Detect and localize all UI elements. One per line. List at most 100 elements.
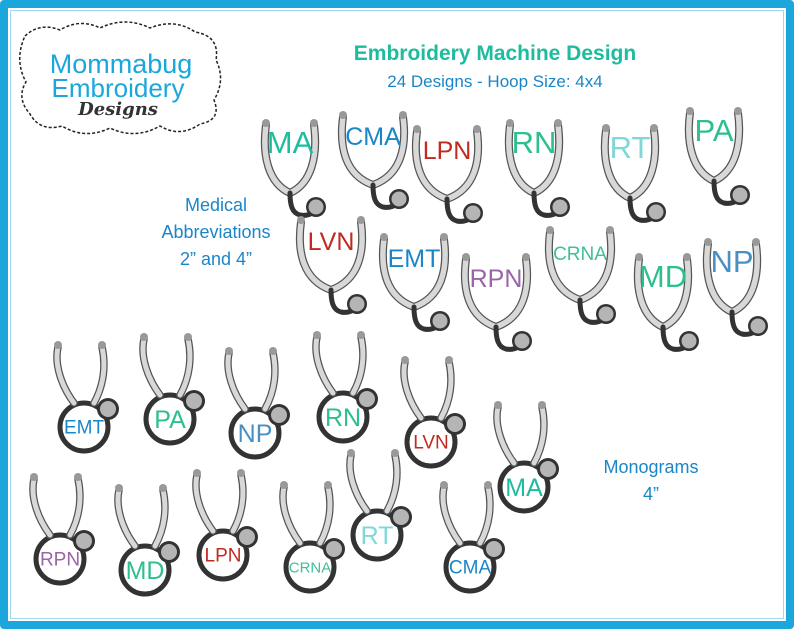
earpiece-left [347,449,355,457]
logo-line-2: Embroidery [52,73,185,103]
earpiece-left [440,481,448,489]
chest-piece [239,529,255,545]
monogram-ring [33,532,87,586]
abbrev-text: LVN [308,228,355,256]
chest-piece [432,313,448,329]
earpiece-right [324,481,332,489]
tube [440,484,493,546]
monogram-text: CMA [449,558,492,579]
earpiece-left [30,473,38,481]
medical-label: Medical Abbreviations 2” and 4” [161,195,270,269]
tube [347,452,400,514]
tube [225,350,278,412]
stethoscope-monogram: LVN [400,356,466,469]
monogram-text: PA [154,406,186,434]
chest-piece [186,393,202,409]
earpiece-left [339,111,347,119]
earpiece-right [357,216,365,224]
abbrev-text: PA [694,113,733,148]
abbrev-text: LPN [423,137,472,165]
chest-piece [161,544,177,560]
earpiece-right [473,125,481,133]
abbrev-text: RT [610,130,651,165]
tube [140,336,193,398]
earpiece-left [494,401,502,409]
earpiece-right [74,473,82,481]
stethoscope-abbrev: MD [633,253,699,352]
tube [54,344,107,406]
medical-label-line-2: Abbreviations [161,222,270,242]
stethoscope-abbrev: MA [260,119,326,218]
chest-piece [308,199,324,215]
stethoscope-abbrev: RPN [460,253,532,352]
abbrev-text: RPN [470,265,523,293]
earpiece-left [413,125,421,133]
earpiece-right [391,449,399,457]
stethoscope-abbrev: CRNA [544,226,616,325]
earpiece-left [401,356,409,364]
stethoscope-monogram: MA [493,401,559,514]
chest-piece [598,306,614,322]
stethoscope-monogram: RT [346,449,412,562]
logo-line-1: Mommabug [50,49,193,79]
earpiece-left [140,333,148,341]
stethoscope-monogram: NP [224,347,290,460]
chest-piece [391,191,407,207]
stethoscope-abbrev: CMA [337,111,409,210]
monogram-ring [497,460,551,514]
medical-label-line-1: Medical [185,195,247,215]
earpiece-right [445,356,453,364]
abbrev-text: NP [710,244,753,279]
chest-piece [359,391,375,407]
earpiece-left [704,238,712,246]
earpiece-right [159,484,167,492]
monogram-ring [196,528,250,582]
abbrev-text: EMT [388,245,441,273]
earpiece-right [184,333,192,341]
earpiece-right [237,469,245,477]
earpiece-left [546,226,554,234]
chest-piece [349,296,365,312]
earpiece-left [297,216,305,224]
medical-label-line-3: 2” and 4” [180,249,252,269]
earpiece-left [506,119,514,127]
tube [313,334,366,396]
earpiece-right [650,124,658,132]
stethoscope-abbrev: EMT [378,233,450,332]
logo-scalloped-frame [19,21,222,135]
monogram-text: MA [505,474,543,502]
chest-piece [100,401,116,417]
stethoscope-abbrev: RN [504,119,570,218]
monograms-label-line-2: 4” [643,484,659,504]
abbrev-text: CRNA [553,244,607,265]
earpiece-right [554,119,562,127]
earpiece-right [399,111,407,119]
stethoscope-monogram: CMA [439,481,505,594]
earpiece-left [225,347,233,355]
tube [494,404,547,466]
chest-piece [732,187,748,203]
tube [30,476,83,538]
chest-piece [271,407,287,423]
tube [280,484,333,546]
chest-piece [552,199,568,215]
abbrev-text: MD [639,259,687,294]
monogram-text: RT [361,522,394,550]
tube-outline [544,228,616,305]
stethoscope-abbrev: LVN [295,216,367,315]
page-subtitle: 24 Designs - Hoop Size: 4x4 [387,72,602,91]
tube [401,359,454,421]
monogram-ring [118,543,172,597]
earpiece-left [686,107,694,115]
monograms-label-line-1: Monograms [603,457,698,477]
chest-piece [326,541,342,557]
earpiece-left [635,253,643,261]
chest-piece [648,204,664,220]
chest-piece [76,533,92,549]
monogram-text: RPN [40,550,80,571]
monogram-text: LPN [205,546,242,567]
earpiece-left [380,233,388,241]
earpiece-right [683,253,691,261]
